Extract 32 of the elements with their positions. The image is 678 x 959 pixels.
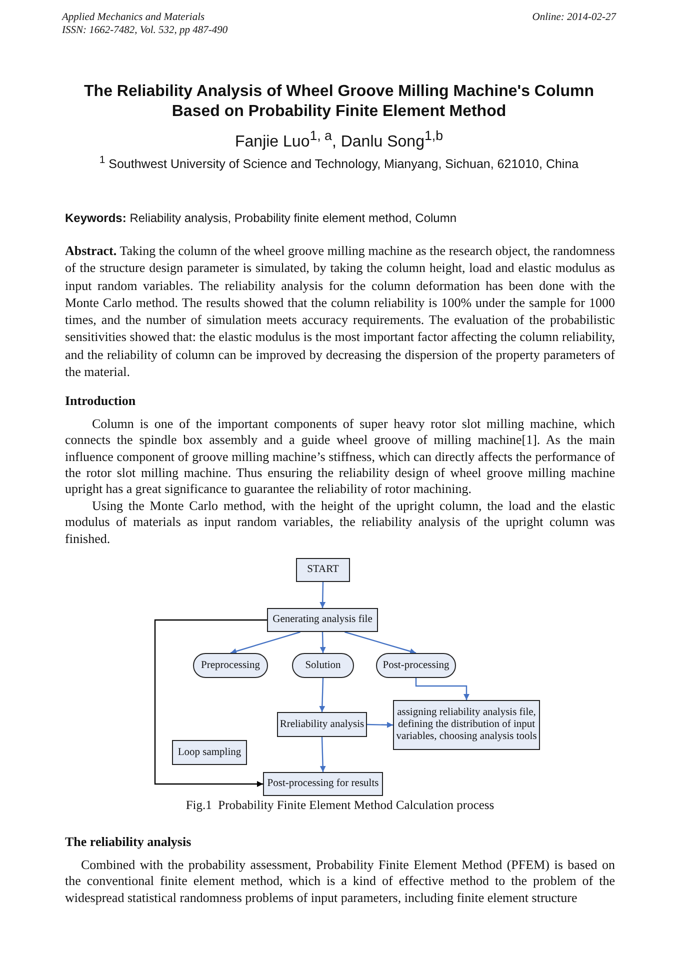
process-box: assigning reliability analysis file, defining the distribution of input variables, choosing analysis tools <box>393 700 540 750</box>
header-text: Applied Mechanics and Materials <box>62 12 206 23</box>
arrow <box>154 619 267 787</box>
body-paragraph: Using the Monte Carlo method, with the height of the upright column, the load and the elastic modulus of materials as input random variables, the reliability analysis of the upright column was finished. <box>65 498 615 547</box>
arrow <box>415 678 470 700</box>
body-paragraph: Column is one of the important components of super heavy rotor slot milling machine, which connects the spindle box assembly and a guide wheel groove of milling machine[1]. As the main influence component of groove milling machine’s stiffness, which can directly affects the performance of the rotor slot milling machine. Thus ensuring the reliability design of wheel groove milling machine upright has a great significance to guarantee the reliability of rotor machining. <box>65 416 615 498</box>
arrow <box>320 582 326 608</box>
section-heading: Introduction <box>65 393 137 409</box>
arrow <box>230 631 300 654</box>
arrow <box>344 631 416 654</box>
arrow <box>319 678 326 712</box>
header-text: Online: 2014-02-27 <box>531 12 616 23</box>
rounded-box: Solution <box>292 653 354 678</box>
body-paragraph: Combined with the probability assessment, Probability Finite Element Method (PFEM) is based on the conventional finite element method, which is a kind of effective method to the problem of the widespread statistical randomness problems of input parameters, including finite element structure <box>65 857 615 906</box>
section-heading: The reliability analysis <box>65 834 192 850</box>
arrow <box>366 722 394 728</box>
process-box: Post-processing for results <box>263 772 383 796</box>
affiliation-text: $^{1}$ Southwest University of Science and Technology, Mianyang, Sichuan, 621010, China <box>98 155 580 172</box>
keywords-text: Keywords: Reliability analysis, Probability finite element method, Column <box>65 211 458 225</box>
process-box: Generating analysis file <box>267 608 378 632</box>
arrow <box>320 736 326 772</box>
rounded-box: Post-processing <box>376 653 456 678</box>
process-box: START <box>296 558 350 582</box>
author-names: Fanjie Luo$^{1, a}$, Danlu Song$^{1,b}$ <box>234 128 444 152</box>
process-box: Rreliability analysis <box>277 712 367 737</box>
rounded-box: Preprocessing <box>193 653 268 678</box>
figure-caption: Fig.1 Probability Finite Element Method Calculation process <box>184 798 496 813</box>
abstract-paragraph: Abstract. Taking the column of the wheel groove milling machine as the research object, the randomness of the structure design parameter is simulated, by taking the column height, load and elastic modulus as input random variables. The reliability analysis for the column deformation has been done with the Monte Carlo method. The results showed that the column reliability is 100% under the sample for 1000 times, and the number of simulation meets accuracy requirements. The evaluation of the probabilistic sensitivities showed that: the elastic modulus is the most important factor affecting the column reliability, and the reliability of column can be improved by decreasing the dispersion of the property parameters of the material. <box>65 242 615 380</box>
header-text: ISSN: 1662-7482, Vol. 532, pp 487-490 <box>62 25 229 36</box>
paper-title: The Reliability Analysis of Wheel Groove Milling Machine's Column Based on Probability Finite Element Method <box>83 82 595 122</box>
process-box: Loop sampling <box>172 740 247 765</box>
arrow <box>320 632 326 654</box>
